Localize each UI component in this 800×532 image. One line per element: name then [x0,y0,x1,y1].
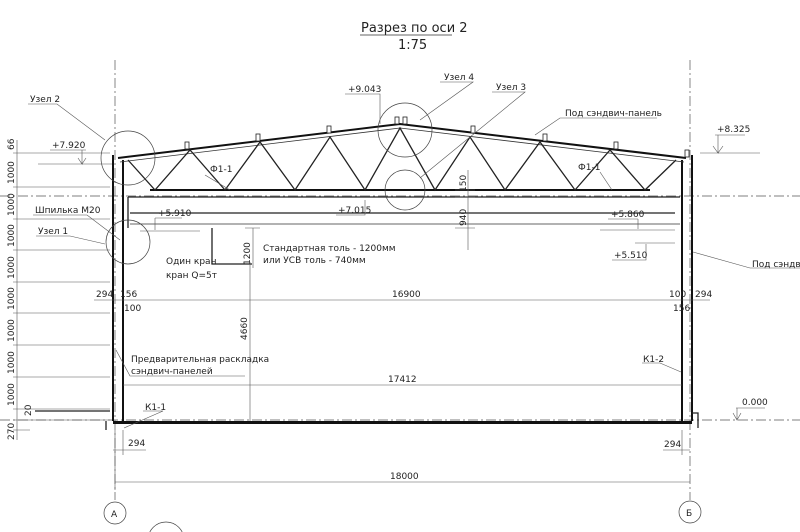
dim-1000: 1000 [7,351,17,374]
prelim-label-1: Предварительная раскладка [131,355,269,365]
node1-label: Узел 1 [38,227,68,237]
crane-beam [127,196,680,228]
wall-panel-label: Под сэндв [752,260,800,270]
truss-right-leader [599,171,613,191]
dim-left-294: 294 [96,290,113,300]
left-dimension-chain: 66 1000 1000 1000 1000 1000 1000 1000 10… [7,138,110,440]
truss-left-label: Ф1-1 [210,165,232,175]
node4-circle [377,102,433,158]
elevation-5860: +5.860 [611,210,645,220]
dim-66: 66 [7,138,17,150]
node1-circle [105,219,151,265]
dim-left-156: 156 [120,290,137,300]
dim-150: 150 [459,175,469,192]
elevation-mark-5910 [140,217,200,232]
dim-lines-294 [113,430,690,490]
dim-bottom-right-294: 294 [664,440,681,450]
node4-label: Узел 4 [444,73,474,83]
dim-1000: 1000 [7,193,17,216]
axis-bubble-a [103,501,127,525]
standard-label-2: или УСВ толь - 740мм [263,256,366,266]
dim-4660: 4660 [240,317,250,340]
crane-label-2: кран Q=5т [166,271,217,281]
dim-right-100: 100 [669,290,686,300]
floor-slab [113,421,692,424]
column-left-label: К1-1 [145,403,166,413]
prelim-leader [115,349,245,377]
dim-right-294: 294 [695,290,712,300]
dim-1000: 1000 [7,224,17,247]
elevation-mark-7920 [38,149,112,165]
node3-label: Узел 3 [496,83,526,93]
elevation-5510: +5.510 [614,251,648,261]
node2-circle [100,130,156,186]
dim-1000: 1000 [7,287,17,310]
dim-right-156: 156 [673,304,690,314]
node3-circle [384,169,426,211]
dim-lines-150-940 [455,170,475,250]
roof-panel-leader [534,117,657,136]
dim-20: 20 [24,404,34,416]
elevation-8325: +8.325 [717,125,750,135]
roof-panel-label: Под сэндвич-панель [565,109,662,119]
dim-1000: 1000 [7,256,17,279]
elevation-mark-8325 [700,134,760,154]
elevation-9043: +9.043 [348,85,381,95]
elevation-mark-7015 [336,200,366,216]
dim-1000: 1000 [7,161,17,184]
node1-leader [36,235,106,245]
node2-leader [28,103,106,141]
dim-1000: 1000 [7,383,17,406]
node3-leader [419,91,526,179]
dim-1000: 1000 [7,319,17,342]
axis-bubble-b [678,500,702,524]
axis-label-b: Б [686,509,692,519]
base-details [105,412,699,430]
drawing-scale: 1:75 [398,38,427,53]
column-right-label: К1-2 [643,355,664,365]
truss-web [127,126,677,192]
dim-1200: 1200 [243,242,253,265]
axis-label-a: А [111,510,118,520]
truss-left-leader [204,174,231,191]
wall-panel-leader [692,251,800,269]
standard-label-1: Стандартная толь - 1200мм [263,244,396,254]
elevation-7920: +7.920 [52,141,86,151]
node2-label: Узел 2 [30,95,60,105]
truss-top-chord [117,122,687,159]
dim-left-100: 100 [124,304,141,314]
col-right-leader [642,362,682,373]
crane-outline [211,228,252,265]
crane-label-1: Один кран [166,257,217,267]
elevation-mark-0000 [732,407,765,422]
stud-leader [33,214,121,241]
dim-16900: 16900 [392,290,421,300]
elevation-7015: +7.015 [338,206,371,216]
elevation-5910: +5.910 [158,209,192,219]
elevation-mark-5860 [600,218,675,231]
dim-bottom-left-294: 294 [128,439,145,449]
prelim-label-2: сэндвич-панелей [131,367,213,377]
elevation-0000: 0.000 [742,398,768,408]
dim-17412: 17412 [388,375,417,385]
stud-label: Шпилька М20 [35,206,101,216]
col-left-leader [123,410,164,429]
elevation-mark-9043 [345,93,381,124]
truss-right-label: Ф1-1 [578,163,600,173]
dim-18000: 18000 [390,472,419,482]
dim-line-1200 [245,227,260,268]
node4-leader [419,81,474,121]
dim-270: 270 [7,423,17,440]
dim-940: 940 [459,209,469,226]
purlins [184,116,690,158]
partial-bubble [149,521,183,532]
drawing-title: Разрез по оси 2 [361,21,468,36]
elevation-mark-5510 [612,242,675,261]
